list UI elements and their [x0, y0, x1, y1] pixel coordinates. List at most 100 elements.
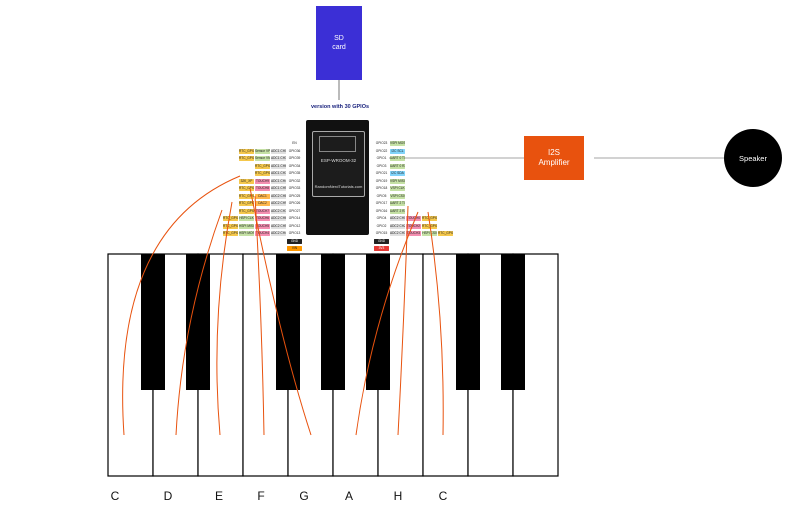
right-pin-label: VSPI MISO [390, 178, 405, 184]
left-pin-label: GPIO35 [287, 171, 302, 176]
black-key [501, 254, 525, 390]
left-pin-label: RTC_GPIO6 [239, 193, 254, 199]
wire [216, 201, 233, 436]
right-pin-label: I2C SDA [390, 171, 405, 176]
board-version-label: version with 30 GPIOs [310, 104, 370, 110]
left-pin-label: ADC2 CH8 [271, 193, 286, 199]
left-pin-label: ADC2 CH9 [271, 201, 286, 206]
left-pin-label: ADC1 CH5 [271, 186, 286, 191]
left-pin-label: ADC1 CH3 [271, 156, 286, 161]
amplifier-label-line2: Amplifier [538, 158, 570, 167]
right-pin-label: RTC_GPIO13 [438, 231, 453, 236]
right-pin-label: GPIO4 [374, 216, 389, 221]
left-pin-label: ADC2 CH7 [271, 208, 286, 214]
left-pin-label: HSPI CLK [239, 216, 254, 221]
right-pin-label: UART 2 TX [390, 201, 405, 206]
wire [254, 195, 265, 436]
left-pin-label: RTC_GPIO5 [255, 171, 270, 176]
right-pin-label: GPIO21 [374, 171, 389, 176]
left-pin-label: RTC_GPIO17 [239, 208, 254, 214]
wire [122, 175, 241, 436]
left-pin-label: GPIO34 [287, 163, 302, 169]
black-key [186, 254, 210, 390]
right-pin-label: UART 2 RX [390, 208, 405, 214]
right-pin-label: UART 0 TX [390, 156, 405, 161]
right-pin-label: GPIO18 [374, 186, 389, 191]
left-pin-label: ADC1 CH6 [271, 163, 286, 169]
right-pin-label: 3V3 [374, 246, 389, 251]
left-pin-label: GPIO26 [287, 201, 302, 206]
right-pin-label: HSPI CS0 [422, 231, 437, 236]
left-pin-label: GPIO33 [287, 186, 302, 191]
note-label: A [344, 489, 353, 503]
wire [397, 205, 409, 436]
left-pin-label: GPIO32 [287, 178, 302, 184]
right-pin-label: UART 0 RX [390, 163, 405, 169]
left-pin-label: TOUCH6 [255, 216, 270, 221]
right-pin-label: GPIO19 [374, 178, 389, 184]
black-key [366, 254, 390, 390]
note-label: C [438, 489, 448, 503]
speaker: Speaker [724, 129, 782, 187]
right-pin-label: GPIO22 [374, 148, 389, 154]
left-pin-label: Sensor VN [255, 156, 270, 161]
black-key [456, 254, 480, 390]
right-pin-label: RTC_GPIO12 [422, 223, 437, 229]
left-pin-label: GPIO36 [287, 148, 302, 154]
wire [249, 187, 312, 436]
left-pin-label: ADC1 CH7 [271, 171, 286, 176]
speaker-label: Speaker [739, 153, 767, 163]
note-label: F [257, 489, 265, 503]
right-pin-label: ADC2 CH2 [390, 223, 405, 229]
left-pin-label: GND [287, 238, 302, 244]
right-pin-label: ADC2 CH0 [390, 216, 405, 221]
left-pin-label: TOUCH5 [255, 223, 270, 229]
sd-card-label-line1: SD [334, 34, 344, 42]
left-pin-label: RTC_GPIO8 [239, 186, 254, 191]
left-pin-label: TOUCH8 [255, 186, 270, 191]
left-pin-label: RTC_GPIO15 [223, 223, 238, 229]
left-pin-label: 32K_XP [239, 178, 254, 184]
left-pin-label: RTC_GPIO7 [239, 201, 254, 206]
left-pin-label: HSPI MOSI [239, 231, 254, 236]
left-pin-label: GPIO13 [287, 231, 302, 236]
right-pin-label: GPIO16 [374, 208, 389, 214]
note-label: C [110, 489, 120, 503]
note-label: H [393, 489, 403, 503]
left-pin-label: ADC1 CH4 [271, 178, 286, 184]
left-pin-label: RTC_GPIO16 [223, 216, 238, 221]
right-pin-label: VSPI CS0 [390, 193, 405, 199]
esp32-module: ESP-WROOM-32 RandomNerdTutorials.com [312, 131, 365, 197]
right-pin-label: GPIO3 [374, 163, 389, 169]
left-pin-label: TOUCH7 [255, 208, 270, 214]
left-pin-label: GPIO14 [287, 216, 302, 221]
right-pin-label: GPIO23 [374, 141, 389, 146]
left-pin-label: GPIO27 [287, 208, 302, 214]
right-pin-label: GND [374, 238, 389, 244]
left-pin-label: VIN [287, 246, 302, 251]
brand-label: RandomNerdTutorials.com [314, 184, 363, 189]
i2s-amplifier: I2S Amplifier [524, 136, 584, 180]
black-key [276, 254, 300, 390]
left-pin-label: TOUCH4 [255, 231, 270, 236]
left-pin-label: DAC1 [255, 193, 270, 199]
sd-card-label-line2: card [332, 44, 346, 51]
right-pin-label: GPIO2 [374, 223, 389, 229]
left-pin-label: Sensor VP [255, 148, 270, 154]
left-pin-label: RTC_GPIO14 [223, 231, 238, 236]
wire [427, 211, 444, 436]
note-label: D [163, 489, 173, 503]
left-pin-label: EN [287, 141, 302, 146]
left-pin-label: ADC2 CH4 [271, 231, 286, 236]
right-pin-label: GPIO1 [374, 156, 389, 161]
note-label: G [299, 489, 309, 503]
right-pin-label: TOUCH0 [406, 216, 421, 221]
sd-card: SD card [316, 6, 362, 80]
right-pin-label: GPIO5 [374, 193, 389, 199]
antenna-icon [319, 136, 356, 152]
left-pin-label: TOUCH9 [255, 178, 270, 184]
left-pin-label: ADC1 CH0 [271, 148, 286, 154]
black-key [321, 254, 345, 390]
